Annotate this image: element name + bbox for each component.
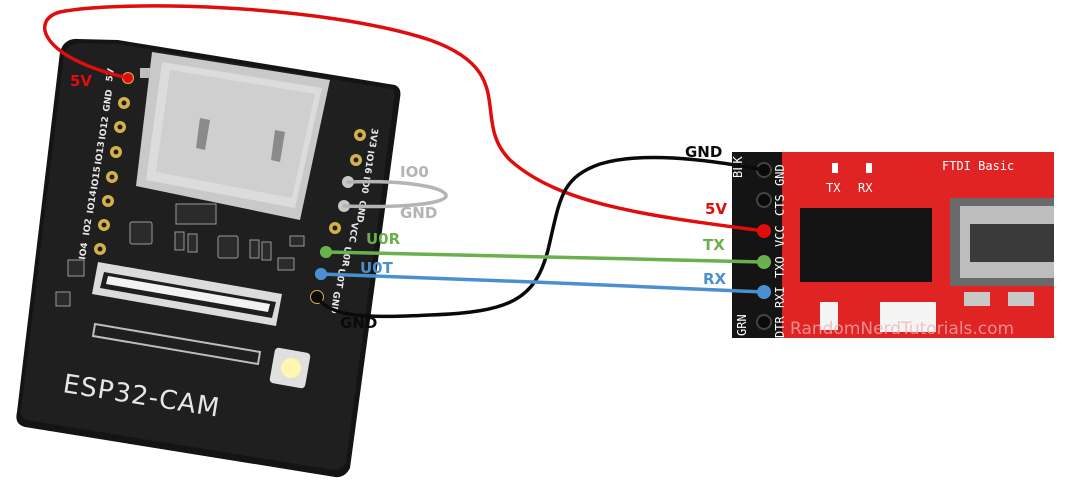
wire-u0t — [319, 272, 766, 294]
pin-label: GRN — [735, 314, 749, 336]
pin-label: VCC — [346, 222, 359, 244]
pin-label: IO15 — [90, 166, 103, 191]
watermark: RandomNerdTutorials.com — [790, 319, 1014, 339]
ftdi-board: FTDI Basic TX RX BLK GND CTS VCC TXO RXI… — [731, 152, 1054, 339]
label-u0r: U0R — [366, 230, 401, 248]
label-5v-ftdi: 5V — [705, 200, 727, 218]
label-gnd-ftdi: GND — [685, 143, 722, 161]
sd-card-slot — [136, 52, 330, 220]
wire-u0r — [324, 250, 766, 264]
pin-label: 3V3 — [366, 128, 379, 149]
pin-label: IO13 — [94, 141, 107, 166]
pin-label: GND — [773, 164, 787, 186]
camera-connector — [91, 262, 282, 366]
label-gnd-loop: GND — [400, 204, 437, 222]
pin-label: IO12 — [98, 116, 111, 141]
pin-label: IO16 — [362, 150, 375, 175]
pin-label: VCC — [773, 225, 787, 247]
wires — [43, 4, 766, 319]
led-tx-label: TX — [826, 181, 841, 195]
label-5v-esp: 5V — [70, 72, 92, 90]
label-u0t: U0T — [360, 259, 394, 277]
pin-label: DTR — [773, 316, 787, 338]
label-rx: RX — [703, 270, 727, 288]
label-gnd-esp: GND — [340, 314, 377, 332]
ftdi-pin-labels: BLK GND CTS VCC TXO RXI DTR GRN — [731, 156, 787, 338]
label-io0: IO0 — [400, 163, 429, 181]
led-rx-label: RX — [858, 181, 873, 195]
label-tx: TX — [703, 236, 725, 254]
wire-endpoints — [123, 73, 770, 303]
wire-gnd — [315, 155, 766, 319]
pin-label: IO2 — [82, 218, 94, 236]
pin-label: RXI — [773, 286, 787, 308]
pin-label: IO4 — [78, 242, 90, 260]
wire-labels: 5V IO0 GND U0R U0T GND GND 5V TX RX — [70, 72, 727, 332]
pin-label: GND — [102, 89, 115, 113]
smd-components — [55, 203, 305, 307]
ftdi-title: FTDI Basic — [942, 159, 1014, 173]
wire-5v — [43, 4, 766, 233]
wire-io0-gnd — [342, 179, 448, 209]
pin-label: IO14 — [86, 190, 99, 215]
pin-label: TXO — [773, 256, 787, 278]
esp32-cam-board: 5V GND IO12 IO13 IO15 IO14 IO2 IO4 3V3 I… — [16, 38, 401, 478]
flash-led — [269, 347, 311, 389]
pin-label: CTS — [773, 194, 787, 216]
